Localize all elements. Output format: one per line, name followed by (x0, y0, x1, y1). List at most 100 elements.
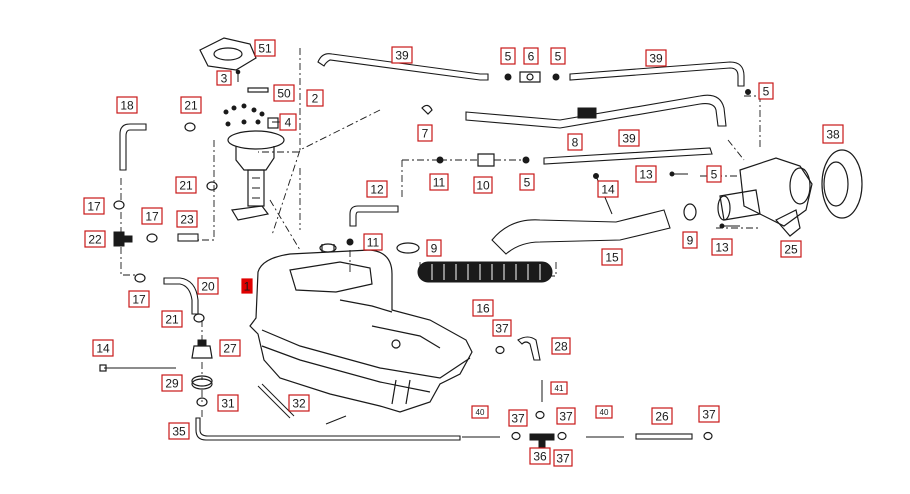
callout-box (635, 165, 657, 183)
callout-38: 38 (822, 124, 844, 144)
callout-5: 5 (550, 47, 566, 65)
callout-number: 41 (555, 384, 564, 393)
callout-number: 14 (96, 342, 110, 356)
callout-number: 1 (244, 280, 251, 294)
callout-box (273, 84, 295, 102)
callout-number: 36 (533, 450, 547, 464)
callout-box (567, 133, 583, 151)
callout-39: 39 (645, 49, 667, 67)
callout-box (417, 124, 433, 142)
callout-number: 21 (179, 179, 193, 193)
callout-number: 50 (277, 87, 291, 101)
callout-number: 17 (132, 293, 146, 307)
callout-number: 16 (476, 302, 490, 316)
callout-37: 37 (508, 409, 528, 427)
callout-37: 37 (556, 407, 576, 425)
callout-box (550, 381, 568, 395)
callout-box (711, 238, 733, 256)
callout-number: 38 (826, 128, 840, 142)
callout-number: 11 (433, 176, 446, 190)
callout-27: 27 (219, 339, 241, 357)
callout-37: 37 (492, 319, 512, 337)
callout-box (216, 70, 232, 86)
callout-14: 14 (597, 180, 619, 198)
callout-box (306, 89, 324, 107)
callout-number: 40 (600, 408, 609, 417)
callout-box (161, 374, 183, 392)
callout-number: 21 (165, 313, 179, 327)
callout-8: 8 (567, 133, 583, 151)
callout-box (83, 197, 105, 215)
callout-box (176, 210, 198, 228)
callout-2: 2 (306, 89, 324, 107)
callout-number: 27 (223, 342, 237, 356)
callout-box (363, 233, 383, 251)
callout-box (116, 96, 138, 114)
callout-box (254, 39, 276, 57)
callout-box (758, 82, 774, 100)
callout-7: 7 (417, 124, 433, 142)
callout-23: 23 (176, 210, 198, 228)
callout-number: 14 (601, 183, 615, 197)
callout-41: 41 (550, 381, 568, 395)
callout-number: 13 (639, 168, 653, 182)
callout-21: 21 (175, 176, 197, 194)
callout-box (523, 47, 539, 65)
callout-box (366, 180, 388, 198)
callout-39: 39 (618, 129, 640, 147)
callout-number: 20 (201, 280, 215, 294)
callout-number: 28 (554, 340, 568, 354)
callout-number: 39 (622, 132, 636, 146)
callout-box (645, 49, 667, 67)
callout-6: 6 (523, 47, 539, 65)
callout-51: 51 (254, 39, 276, 57)
callout-number: 35 (172, 425, 186, 439)
callout-37: 37 (698, 405, 720, 423)
callout-box (180, 96, 202, 114)
callout-number: 37 (559, 410, 573, 424)
callout-number: 40 (476, 408, 485, 417)
callout-4: 4 (279, 113, 297, 131)
callout-box (492, 319, 512, 337)
fuel-pump-assembly (199, 37, 288, 221)
callout-number: 21 (184, 99, 198, 113)
callout-18: 18 (116, 96, 138, 114)
callout-number: 5 (763, 85, 770, 99)
callout-26: 26 (651, 407, 673, 425)
callout-number: 37 (556, 452, 570, 466)
callout-number: 22 (88, 233, 102, 247)
callout-number: 13 (715, 241, 729, 255)
callout-number: 2 (312, 92, 319, 106)
callout-9: 9 (426, 239, 442, 257)
callout-box (472, 299, 494, 317)
callout-50: 50 (273, 84, 295, 102)
callout-21: 21 (180, 96, 202, 114)
callout-box (550, 47, 566, 65)
callout-number: 31 (221, 397, 235, 411)
callout-number: 6 (528, 50, 535, 64)
callout-box (553, 449, 573, 467)
callout-box (698, 405, 720, 423)
callout-box (822, 124, 844, 144)
callout-17: 17 (141, 207, 163, 225)
callout-box (556, 407, 576, 425)
callout-number: 37 (702, 408, 716, 422)
callout-number: 37 (495, 322, 509, 336)
vapour-hoses (317, 53, 751, 254)
callout-box (597, 180, 619, 198)
callout-number: 17 (145, 210, 159, 224)
callout-15: 15 (601, 248, 623, 266)
callout-20: 20 (197, 277, 219, 295)
callout-40: 40 (595, 405, 613, 419)
callout-box (391, 46, 413, 64)
callout-number: 29 (165, 377, 179, 391)
callout-number: 39 (649, 52, 663, 66)
leader-lines (120, 48, 761, 420)
callout-box (519, 173, 535, 191)
left-hoses (113, 122, 218, 323)
callout-number: 9 (687, 234, 694, 248)
callout-box (706, 165, 722, 183)
callout-number: 32 (292, 397, 306, 411)
